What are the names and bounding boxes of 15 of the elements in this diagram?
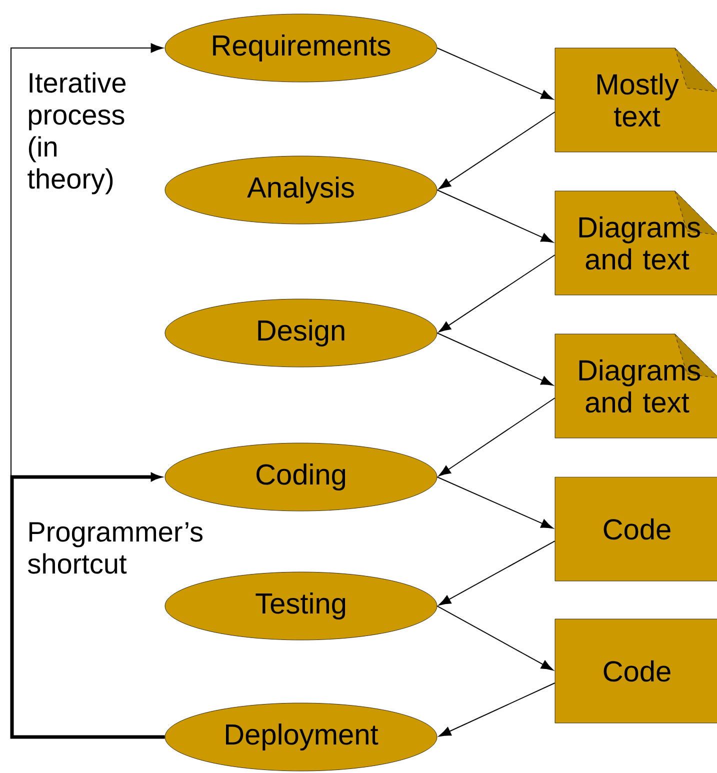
- artifact-box: Code: [554, 618, 717, 724]
- side-note: Programmer’s shortcut: [28, 522, 203, 574]
- feedback-arrow: [10, 472, 165, 739]
- arrow: [438, 112, 556, 190]
- arrow: [436, 606, 554, 670]
- arrow: [436, 190, 554, 243]
- arrow: [436, 476, 554, 529]
- arrow: [436, 332, 554, 386]
- artifact-box: Code: [554, 476, 717, 582]
- arrow: [438, 682, 556, 737]
- arrow: [438, 540, 556, 606]
- side-note: Iterative process (in theory): [28, 72, 126, 194]
- arrow: [436, 48, 554, 100]
- arrow: [438, 254, 556, 332]
- arrow: [438, 398, 556, 476]
